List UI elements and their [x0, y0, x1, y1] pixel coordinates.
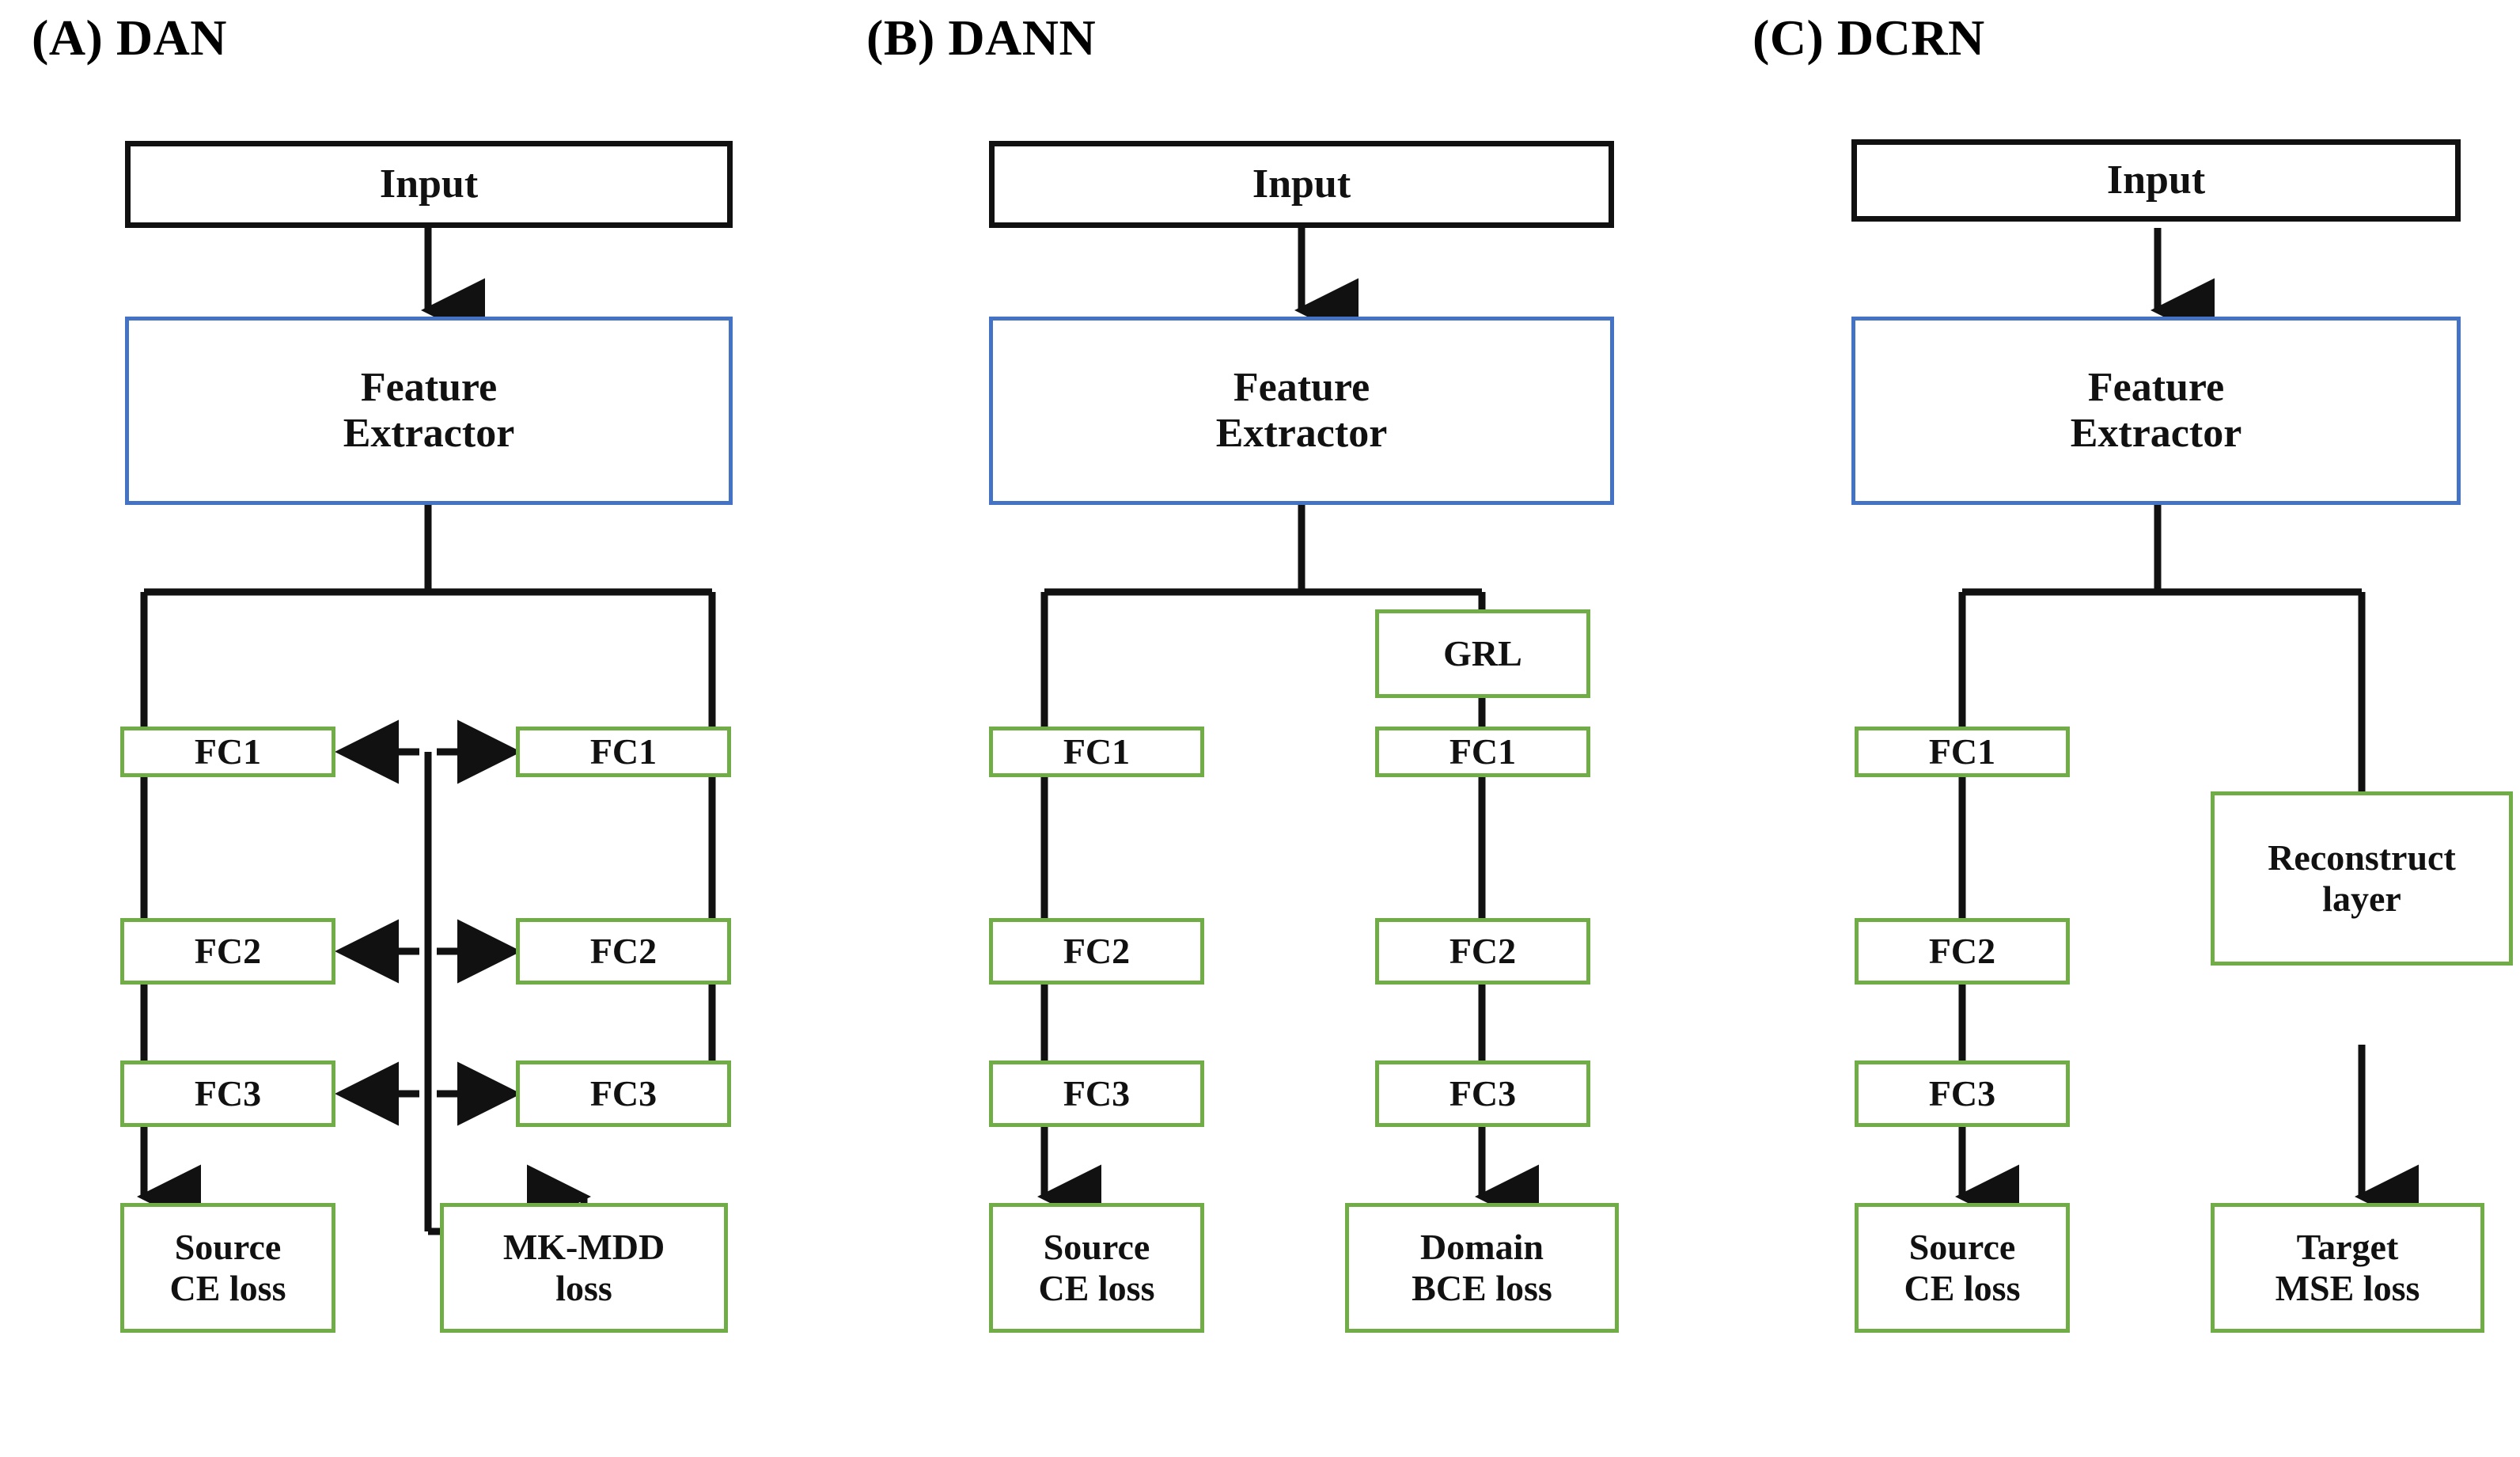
node-b-source-ce-loss-label: Source CE loss	[1038, 1227, 1155, 1308]
node-b-feature-extractor: Feature Extractor	[989, 317, 1614, 505]
node-c-left-fc2-label: FC2	[1928, 931, 1996, 972]
node-b-input: Input	[989, 141, 1614, 228]
node-a-left-fc3: FC3	[120, 1060, 335, 1127]
node-b-left-fc2: FC2	[989, 918, 1204, 985]
node-c-reconstruct-layer-label: Reconstruct layer	[2268, 837, 2456, 919]
node-b-right-fc2-label: FC2	[1449, 931, 1517, 972]
node-c-feature-extractor-label: Feature Extractor	[2070, 364, 2242, 456]
node-b-source-ce-loss: Source CE loss	[989, 1203, 1204, 1333]
node-b-input-label: Input	[1252, 161, 1351, 207]
node-b-grl-label: GRL	[1443, 633, 1522, 674]
node-c-left-fc1: FC1	[1855, 727, 2070, 777]
node-c-feature-extractor: Feature Extractor	[1851, 317, 2461, 505]
node-a-right-fc1: FC1	[516, 727, 731, 777]
node-a-right-fc2: FC2	[516, 918, 731, 985]
node-c-left-fc3: FC3	[1855, 1060, 2070, 1127]
node-b-left-fc3: FC3	[989, 1060, 1204, 1127]
node-a-input: Input	[125, 141, 733, 228]
node-a-left-fc2-label: FC2	[194, 931, 262, 972]
node-a-left-fc2: FC2	[120, 918, 335, 985]
node-b-left-fc2-label: FC2	[1063, 931, 1131, 972]
node-a-right-fc3: FC3	[516, 1060, 731, 1127]
node-b-left-fc1-label: FC1	[1063, 731, 1131, 772]
node-a-input-label: Input	[379, 161, 479, 207]
node-a-left-fc3-label: FC3	[194, 1073, 262, 1114]
node-c-left-fc2: FC2	[1855, 918, 2070, 985]
node-a-feature-extractor-label: Feature Extractor	[343, 364, 515, 456]
node-c-source-ce-loss-label: Source CE loss	[1904, 1227, 2021, 1308]
node-b-domain-bce-loss: Domain BCE loss	[1345, 1203, 1619, 1333]
node-a-right-fc2-label: FC2	[589, 931, 657, 972]
node-c-input-label: Input	[2106, 157, 2206, 203]
node-b-feature-extractor-label: Feature Extractor	[1215, 364, 1388, 456]
node-a-source-ce-loss: Source CE loss	[120, 1203, 335, 1333]
node-a-source-ce-loss-label: Source CE loss	[169, 1227, 286, 1308]
node-a-right-fc1-label: FC1	[589, 731, 657, 772]
panel-title-dcrn: (C) DCRN	[1753, 9, 1985, 66]
node-b-right-fc1-label: FC1	[1449, 731, 1517, 772]
panel-title-dan: (A) DAN	[32, 9, 227, 66]
panel-title-dann: (B) DANN	[866, 9, 1097, 66]
node-c-input: Input	[1851, 139, 2461, 222]
node-a-left-fc1: FC1	[120, 727, 335, 777]
node-b-left-fc1: FC1	[989, 727, 1204, 777]
node-b-right-fc3: FC3	[1375, 1060, 1590, 1127]
node-b-right-fc3-label: FC3	[1449, 1073, 1517, 1114]
node-c-left-fc3-label: FC3	[1928, 1073, 1996, 1114]
node-c-target-mse-loss: Target MSE loss	[2211, 1203, 2484, 1333]
node-a-mkmdd-loss-label: MK-MDD loss	[502, 1227, 665, 1308]
node-c-reconstruct-layer: Reconstruct layer	[2211, 791, 2513, 966]
node-b-right-fc1: FC1	[1375, 727, 1590, 777]
node-a-left-fc1-label: FC1	[194, 731, 262, 772]
node-a-right-fc3-label: FC3	[589, 1073, 657, 1114]
node-b-left-fc3-label: FC3	[1063, 1073, 1131, 1114]
node-a-mkmdd-loss: MK-MDD loss	[440, 1203, 728, 1333]
node-c-source-ce-loss: Source CE loss	[1855, 1203, 2070, 1333]
node-c-target-mse-loss-label: Target MSE loss	[2275, 1227, 2420, 1308]
node-b-grl: GRL	[1375, 609, 1590, 698]
node-b-right-fc2: FC2	[1375, 918, 1590, 985]
node-c-left-fc1-label: FC1	[1928, 731, 1996, 772]
node-a-feature-extractor: Feature Extractor	[125, 317, 733, 505]
node-b-domain-bce-loss-label: Domain BCE loss	[1412, 1227, 1552, 1308]
